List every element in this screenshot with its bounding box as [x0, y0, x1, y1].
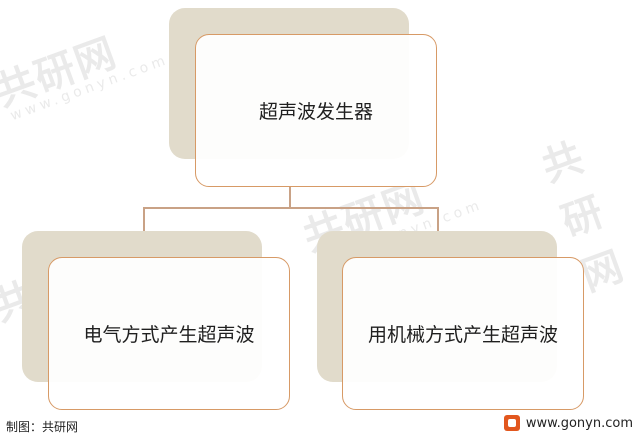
site-url: www.gonyn.com	[525, 415, 633, 431]
connector-horizontal	[143, 207, 438, 209]
child-node-label: 电气方式产生超声波	[83, 324, 255, 346]
connector-left-down	[143, 207, 145, 232]
site-credit: www.gonyn.com	[503, 415, 633, 431]
brand-logo-icon	[503, 415, 520, 431]
connector-root-down	[289, 186, 291, 208]
root-node: 超声波发生器	[195, 34, 437, 187]
root-node-label: 超声波发生器	[258, 101, 373, 123]
connector-right-down	[437, 207, 439, 232]
source-caption: 制图：共研网	[6, 420, 79, 434]
child-node-mechanical: 用机械方式产生超声波	[342, 257, 584, 410]
child-node-electric: 电气方式产生超声波	[48, 257, 290, 410]
child-node-label: 用机械方式产生超声波	[367, 324, 558, 346]
